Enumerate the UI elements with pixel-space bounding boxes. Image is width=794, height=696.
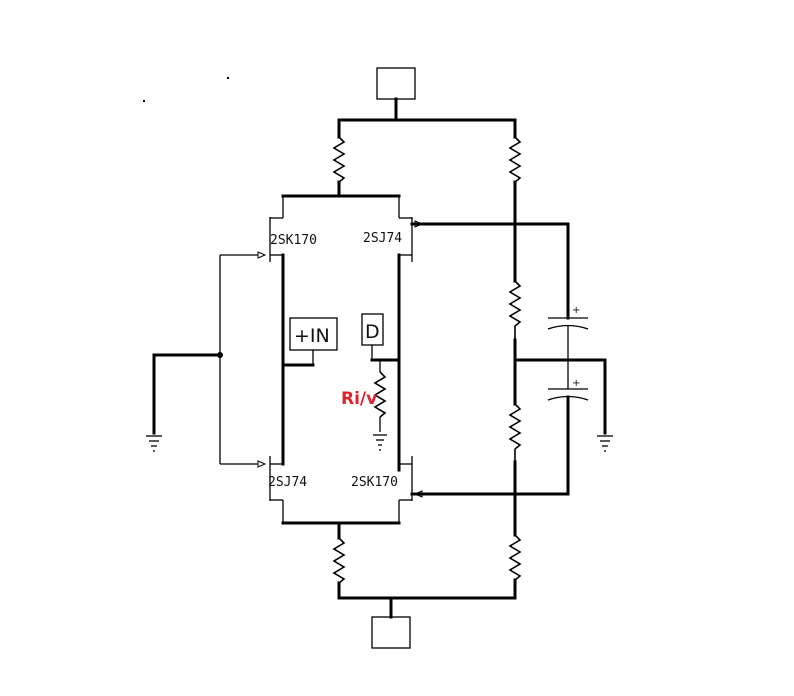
drain-terminal <box>361 313 401 372</box>
top-left-resistor <box>332 136 346 183</box>
bottom-left-resistor <box>332 537 346 584</box>
jfet-q4 <box>398 456 570 523</box>
capacitor-lower: + <box>547 360 589 496</box>
riv-resistor <box>373 371 387 418</box>
jfet-q3 <box>257 363 285 523</box>
svg-text:+: + <box>572 378 580 389</box>
svg-text:+: + <box>572 305 580 316</box>
mid-right-resistor-lower <box>508 403 522 462</box>
jfet-q2 <box>397 217 517 472</box>
stray-marks <box>143 77 229 102</box>
riv-label: Ri/v <box>341 389 377 409</box>
ground-symbol-center <box>373 434 387 451</box>
drain-label: D <box>365 321 380 343</box>
top-right-resistor <box>508 136 522 183</box>
ground-symbol-left <box>146 435 162 452</box>
q3-label: 2SJ74 <box>268 475 307 490</box>
capacitor-upper: + <box>513 222 589 360</box>
bottom-right-resistor <box>508 534 522 581</box>
top-supply-terminal <box>376 67 416 122</box>
gate-network <box>152 254 258 465</box>
input-terminal <box>281 317 338 367</box>
upper-drain-bus <box>281 194 401 218</box>
input-label: +IN <box>294 325 330 347</box>
ground-symbol-right <box>597 435 613 452</box>
q1-label: 2SK170 <box>270 233 317 248</box>
bottom-supply-terminal <box>371 596 411 649</box>
top-rail <box>337 118 517 139</box>
q4-label: 2SK170 <box>351 475 398 490</box>
q2-label: 2SJ74 <box>363 231 402 246</box>
mid-right-resistor-upper <box>508 280 522 340</box>
